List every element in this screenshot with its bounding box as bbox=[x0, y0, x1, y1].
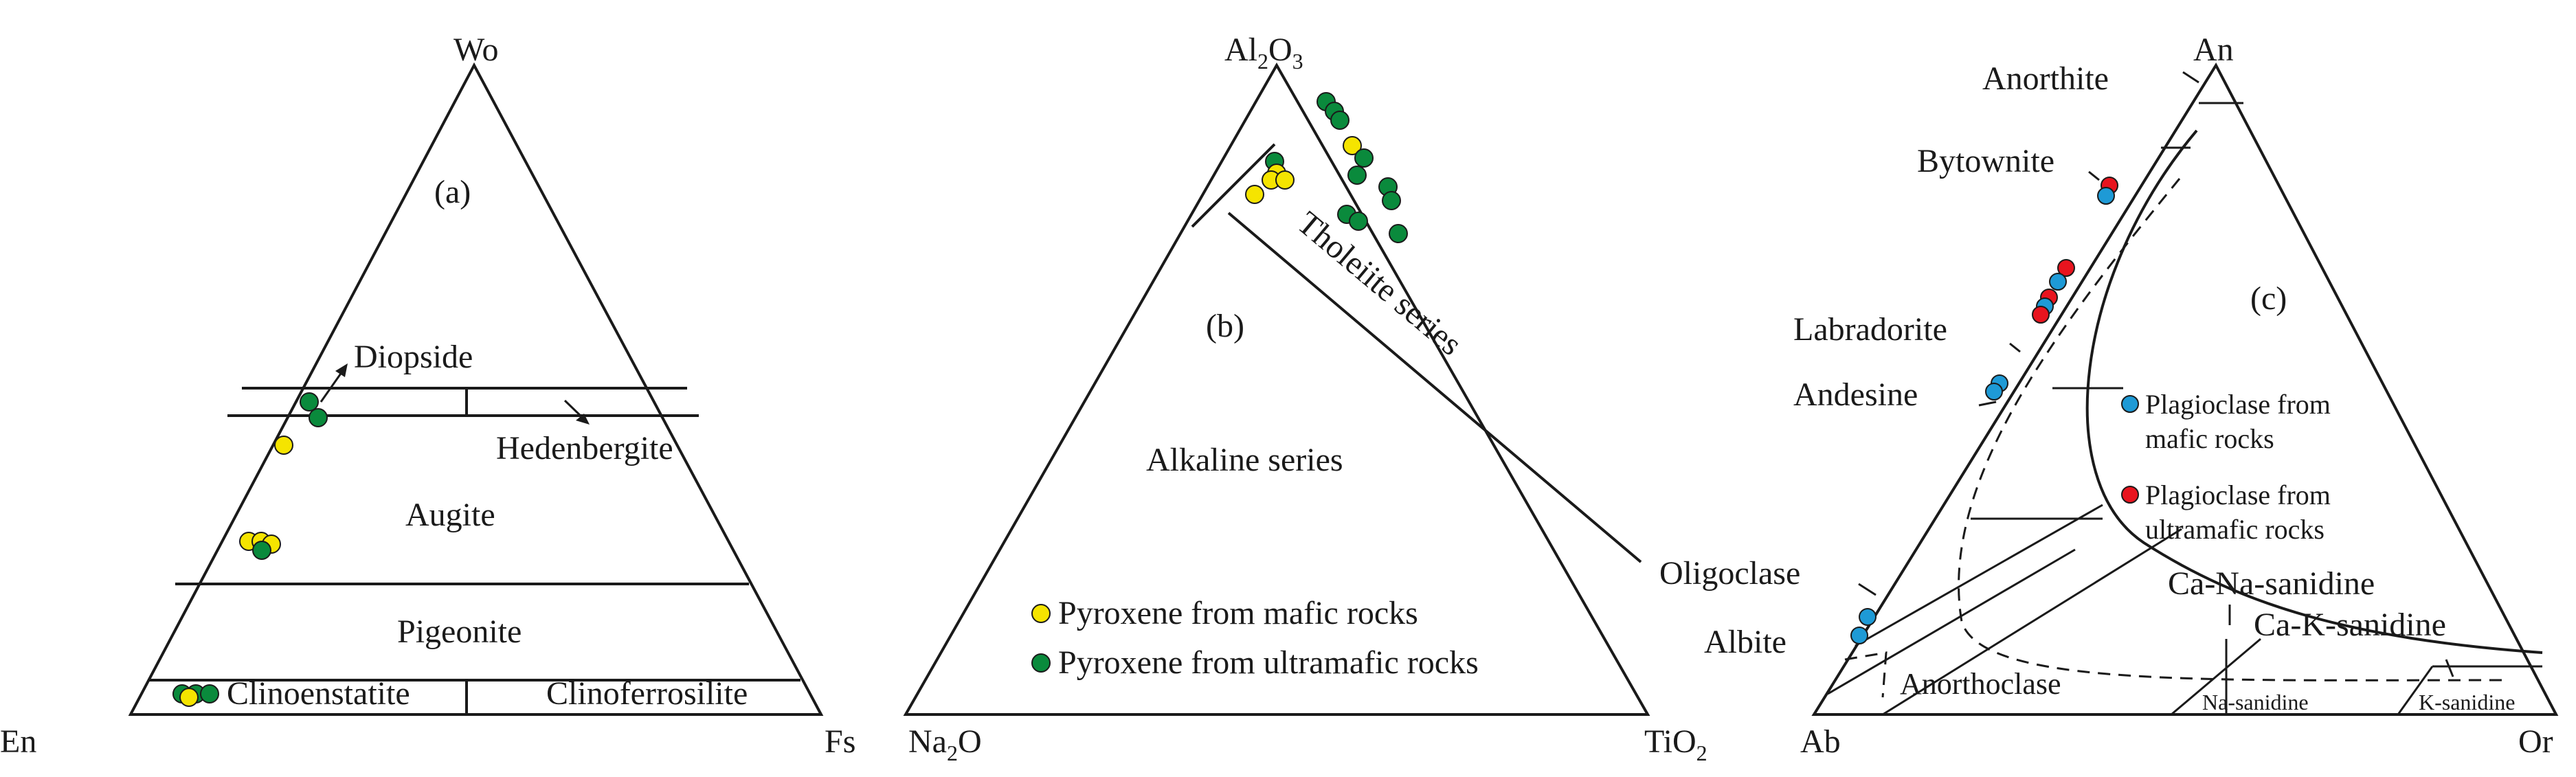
panel-a-vertex-left: En bbox=[0, 723, 36, 760]
panel-c-legend-ultramafic-line2: ultramafic rocks bbox=[2145, 514, 2325, 545]
panel-a-hedenbergite-arrowhead bbox=[576, 414, 590, 425]
panel-b-legend-mafic-marker bbox=[1031, 604, 1051, 623]
panel-a-diopside-arrowhead bbox=[335, 363, 348, 377]
panel-c-feldspar: An Ab Or (c) Anorthite Bytownite Labrado… bbox=[1659, 32, 2559, 760]
panel-c-triangle bbox=[1811, 62, 2559, 716]
panel-b-vertex-right: TiO2 bbox=[1644, 723, 1707, 765]
panel-a-field-hedenbergite: Hedenbergite bbox=[496, 430, 673, 466]
panel-b-legend-ultramafic-label: Pyroxene from ultramafic rocks bbox=[1058, 644, 1479, 681]
panel-a-point bbox=[309, 408, 328, 427]
panel-b-point bbox=[1343, 136, 1362, 155]
panel-a-point bbox=[200, 684, 219, 703]
panel-c-legend-mafic-line2: mafic rocks bbox=[2145, 423, 2274, 454]
panel-c-anorthoclase-diag bbox=[1882, 528, 2182, 716]
panel-a-label: (a) bbox=[434, 174, 471, 210]
panel-b-vertex-left: Na2O bbox=[908, 723, 982, 765]
panel-b-subalkaline-boundary bbox=[1191, 143, 1276, 228]
panel-c-na-sanidine-left bbox=[2171, 638, 2261, 716]
panel-c-vertex-top: An bbox=[2193, 32, 2234, 68]
panel-a-field-clinoferrosilite: Clinoferrosilite bbox=[546, 675, 748, 712]
panel-a-point bbox=[300, 392, 319, 412]
panel-c-field-labradorite: Labradorite bbox=[1793, 311, 1947, 348]
panel-a-vertex-right: Fs bbox=[825, 723, 855, 760]
panel-c-bytownite-arrow bbox=[2088, 170, 2100, 181]
panel-c-solvus-curve bbox=[2085, 129, 2543, 654]
panel-b-label: (b) bbox=[1206, 308, 1244, 344]
panel-c-point bbox=[2049, 273, 2067, 291]
panel-c-legend-ultramafic-line1: Plagioclase from bbox=[2145, 480, 2331, 510]
panel-a-point bbox=[252, 541, 271, 560]
panel-b-field-alkaline: Alkaline series bbox=[1146, 442, 1343, 478]
panel-a-field-diopside: Diopside bbox=[354, 339, 473, 375]
panel-c-labradorite-arrow bbox=[2009, 342, 2021, 353]
panel-a-point bbox=[274, 436, 293, 455]
panel-c-field-anorthoclase: Anorthoclase bbox=[1900, 667, 2061, 701]
panel-c-na-sanidine-right bbox=[2397, 666, 2434, 715]
panel-b-legend-mafic-label: Pyroxene from mafic rocks bbox=[1058, 595, 1418, 631]
panel-c-field-bytownite: Bytownite bbox=[1917, 143, 2054, 179]
panel-c-field-andesine: Andesine bbox=[1793, 376, 1918, 413]
panel-a-point bbox=[179, 688, 199, 707]
panel-a-field-augite: Augite bbox=[405, 497, 495, 533]
panel-c-point bbox=[1985, 383, 2003, 401]
panel-c-point bbox=[1859, 608, 1877, 626]
panel-b-point bbox=[1275, 170, 1295, 190]
panel-c-field-anorthite: Anorthite bbox=[1982, 60, 2109, 97]
panel-b-al2o3-na2o-tio2: Al2O3 Na2O TiO2 (b) Tholeiite series Alk… bbox=[903, 32, 1707, 765]
panel-a-hedenbergite-arrow bbox=[563, 399, 585, 420]
panel-a-field-pigeonite: Pigeonite bbox=[397, 613, 522, 650]
panel-a-pyroxene-quadrilateral: Wo En Fs (a) Diopside Hedenbergite Augit… bbox=[0, 32, 855, 760]
panel-c-albite-boundary bbox=[1827, 548, 2076, 695]
panel-c-vertex-left: Ab bbox=[1800, 723, 1841, 760]
panel-c-legend-mafic-marker bbox=[2121, 395, 2139, 413]
panel-b-point bbox=[1347, 166, 1367, 185]
panel-b-point bbox=[1389, 224, 1408, 243]
panel-c-dashed-albite-arrow bbox=[1844, 651, 1888, 698]
panel-b-legend-ultramafic-marker bbox=[1031, 653, 1051, 673]
panel-a-field-clinoenstatite: Clinoenstatite bbox=[227, 675, 410, 712]
panel-b-triangle bbox=[903, 62, 1650, 716]
panel-b-field-tholeiite: Tholeiite series bbox=[1290, 205, 1469, 363]
panel-b-point bbox=[1349, 212, 1368, 231]
panel-c-field-albite: Albite bbox=[1704, 624, 1787, 660]
panel-c-dashed-curve bbox=[1958, 178, 2509, 682]
panel-c-vertex-right: Or bbox=[2518, 723, 2553, 760]
panel-c-ca-k-sanidine-arrow bbox=[2445, 659, 2454, 677]
panel-b-point bbox=[1382, 191, 1401, 210]
panel-c-label: (c) bbox=[2250, 280, 2287, 317]
panel-c-field-ca-na-sanidine: Ca-Na-sanidine bbox=[2168, 565, 2375, 602]
panel-a-vertex-top: Wo bbox=[453, 32, 498, 68]
panel-b-point bbox=[1245, 185, 1264, 204]
panel-a-triangle bbox=[128, 62, 824, 716]
panel-c-legend-ultramafic-marker bbox=[2121, 486, 2139, 504]
panel-c-anorthite-arrow bbox=[2182, 71, 2199, 84]
panel-c-field-oligoclase: Oligoclase bbox=[1659, 555, 1800, 592]
panel-c-field-k-sanidine: K-sanidine bbox=[2419, 690, 2515, 714]
panel-c-field-na-sanidine: Na-sanidine bbox=[2202, 690, 2309, 714]
panel-a-diopside-arrow bbox=[320, 369, 345, 403]
panel-b-tholeiite-boundary bbox=[1227, 212, 1642, 563]
panel-c-point bbox=[2097, 187, 2115, 205]
panel-c-andesine-arrow bbox=[1978, 401, 1997, 407]
panel-c-point bbox=[2057, 259, 2075, 277]
panel-c-oligoclase-arrow bbox=[1858, 583, 1877, 596]
panel-c-legend-mafic-line1: Plagioclase from bbox=[2145, 389, 2331, 420]
panel-c-oligoclase-boundary bbox=[1855, 504, 2103, 647]
panel-b-point bbox=[1330, 111, 1349, 130]
panel-b-point bbox=[1354, 148, 1374, 168]
panel-b-vertex-top: Al2O3 bbox=[1224, 32, 1303, 74]
panel-c-field-ca-k-sanidine: Ca-K-sanidine bbox=[2254, 607, 2446, 643]
panel-c-point bbox=[1850, 627, 1868, 644]
panel-c-point bbox=[2032, 306, 2050, 324]
